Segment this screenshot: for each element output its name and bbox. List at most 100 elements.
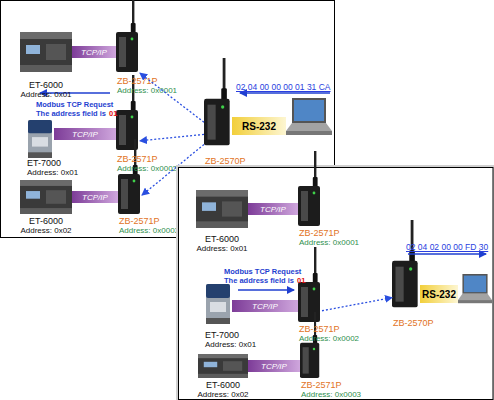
network-link bbox=[72, 46, 116, 58]
controller-icon bbox=[20, 32, 72, 72]
interface-name: RS-232 bbox=[242, 121, 276, 132]
network-link bbox=[232, 300, 298, 312]
hex-frame: 02 04 02 00 00 FD 30 bbox=[406, 242, 488, 252]
device-name: ZB-2571P bbox=[301, 380, 361, 390]
device-caption: ET-7000Address: 0x01 bbox=[27, 158, 78, 178]
panel-frame bbox=[179, 168, 494, 400]
label-line: The address field is01 bbox=[36, 106, 117, 118]
link-label: TCP/IP bbox=[72, 130, 98, 139]
serial-band: RS-232 bbox=[420, 285, 458, 303]
device-caption: ET-7000Address: 0x01 bbox=[205, 330, 256, 350]
radio-icon bbox=[298, 151, 320, 226]
device-name: ET-6000 bbox=[197, 380, 248, 390]
radio-link bbox=[140, 134, 204, 140]
device-node: ET-7000Address: 0x01 bbox=[204, 284, 232, 350]
device-node: ET-6000Address: 0x02 bbox=[20, 180, 72, 236]
device-name: ET-6000 bbox=[20, 216, 71, 226]
controller-icon bbox=[198, 354, 248, 378]
device-name: ET-7000 bbox=[205, 330, 256, 340]
panel-shadow bbox=[176, 165, 494, 400]
link-label: TCP/IP bbox=[260, 205, 286, 214]
device-address: Address: 0x02 bbox=[197, 390, 248, 400]
radio-icon bbox=[118, 139, 140, 214]
address-value: 01 bbox=[109, 109, 117, 118]
network-link bbox=[54, 128, 116, 140]
radio-link bbox=[322, 298, 392, 311]
request-arrow bbox=[238, 289, 294, 290]
device-node: ZB-2571PAddress: 0x0003 bbox=[118, 174, 142, 236]
link-label: TCP/IP bbox=[252, 302, 278, 311]
device-node: ZB-2570P bbox=[392, 262, 420, 328]
device-caption: ET-6000Address: 0x02 bbox=[197, 380, 248, 400]
device-name: ZB-2571P bbox=[119, 216, 179, 226]
radio-icon bbox=[300, 312, 319, 378]
request-note: The address field is bbox=[36, 109, 106, 118]
network-link bbox=[248, 203, 298, 215]
device-address: Address: 0x0003 bbox=[119, 226, 179, 236]
network-link bbox=[248, 360, 300, 372]
radio-link bbox=[140, 73, 204, 122]
link-label: TCP/IP bbox=[82, 193, 108, 202]
radio-icon bbox=[392, 220, 418, 308]
device-caption: ZB-2570P bbox=[205, 156, 246, 166]
tcp-band bbox=[248, 203, 298, 215]
label-line: 02 04 00 00 00 01 31 CA bbox=[236, 80, 331, 92]
device-name: ZB-2571P bbox=[299, 324, 359, 334]
device-caption: ZB-2570P bbox=[393, 318, 434, 328]
device-caption: ET-6000Address: 0x01 bbox=[20, 80, 71, 100]
device-node: ZB-2571PAddress: 0x0001 bbox=[298, 186, 322, 248]
request-note: Modbus TCP Request bbox=[224, 267, 301, 276]
tcp-band bbox=[72, 191, 118, 203]
device-node: ZB-2571PAddress: 0x0001 bbox=[116, 32, 140, 96]
laptop-icon bbox=[458, 274, 492, 303]
device-address: Address: 0x0003 bbox=[301, 390, 361, 400]
request-note: The address field is bbox=[224, 276, 294, 285]
laptop-icon bbox=[286, 98, 332, 135]
device-caption: ZB-2571PAddress: 0x0001 bbox=[299, 228, 359, 248]
device-address: Address: 0x01 bbox=[205, 340, 256, 350]
label-line: The address field is01 bbox=[224, 273, 305, 285]
device-name: ZB-2571P bbox=[117, 76, 177, 86]
tcp-band bbox=[232, 300, 298, 312]
controller-icon bbox=[196, 190, 248, 228]
device-node: ET-6000Address: 0x01 bbox=[20, 32, 72, 100]
device-name: ZB-2570P bbox=[205, 156, 246, 166]
link-label: TCP/IP bbox=[261, 362, 287, 371]
device-node: ET-6000Address: 0x01 bbox=[196, 190, 248, 254]
request-note: Modbus TCP Request bbox=[36, 100, 113, 109]
radio-icon bbox=[204, 58, 230, 146]
label-line: Modbus TCP Request bbox=[36, 97, 113, 109]
device-name: ET-6000 bbox=[196, 234, 247, 244]
label-line: 02 04 02 00 00 FD 30 bbox=[406, 240, 488, 252]
device-address: Address: 0x01 bbox=[20, 90, 71, 100]
device-node: ZB-2571PAddress: 0x0003 bbox=[300, 344, 321, 400]
device-caption: ET-6000Address: 0x02 bbox=[20, 216, 71, 236]
device-caption: ZB-2571PAddress: 0x0003 bbox=[301, 380, 361, 400]
address-value: 01 bbox=[297, 276, 305, 285]
label-line: Modbus TCP Request bbox=[224, 264, 301, 276]
radio-icon bbox=[298, 247, 320, 322]
device-address: Address: 0x0002 bbox=[299, 334, 359, 344]
module-icon bbox=[206, 284, 230, 324]
network-link bbox=[72, 191, 118, 203]
device-address: Address: 0x01 bbox=[196, 244, 247, 254]
device-name: ET-7000 bbox=[27, 158, 78, 168]
device-node: ZB-2571PAddress: 0x0002 bbox=[116, 110, 140, 174]
controller-icon bbox=[20, 180, 72, 214]
link-label: TCP/IP bbox=[81, 48, 107, 57]
device-name: ET-6000 bbox=[20, 80, 71, 90]
device-caption: ET-6000Address: 0x01 bbox=[196, 234, 247, 254]
device-name: ZB-2571P bbox=[117, 154, 177, 164]
device-node: ET-6000Address: 0x02 bbox=[198, 354, 248, 400]
module-icon bbox=[28, 120, 52, 158]
device-caption: ZB-2571PAddress: 0x0002 bbox=[299, 324, 359, 344]
device-caption: ZB-2571PAddress: 0x0001 bbox=[117, 76, 177, 96]
radio-icon bbox=[116, 0, 138, 72]
device-address: Address: 0x0001 bbox=[299, 238, 359, 248]
device-address: Address: 0x0002 bbox=[117, 164, 177, 174]
request-arrow bbox=[240, 92, 330, 93]
tcp-band bbox=[54, 128, 116, 140]
device-node: ET-7000Address: 0x01 bbox=[26, 120, 54, 178]
